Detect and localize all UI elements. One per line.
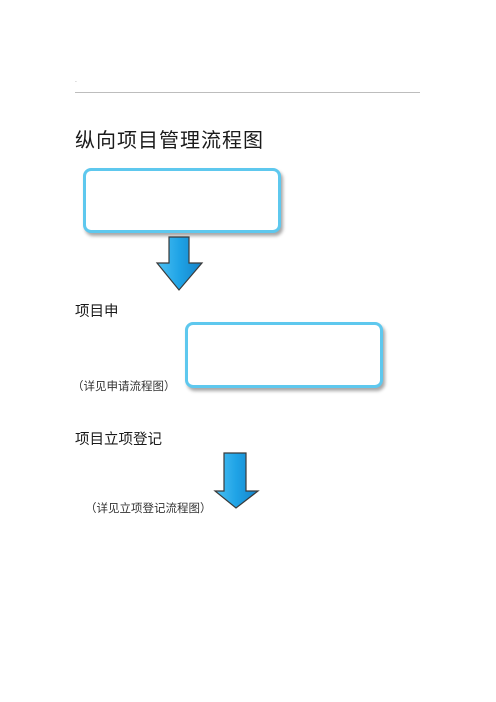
down-arrow-icon	[155, 236, 204, 291]
header-dot: .	[75, 77, 77, 84]
header-rule	[75, 92, 420, 93]
step-label-apply: 项目申	[75, 304, 119, 320]
down-arrow-icon	[213, 452, 260, 509]
step-note-register: （详见立项登记流程图）	[85, 501, 212, 515]
page-title: 纵向项目管理流程图	[75, 128, 264, 152]
step-label-register: 项目立项登记	[75, 432, 162, 448]
flow-box-top	[83, 168, 281, 233]
step-note-apply: （详见申请流程图）	[72, 379, 176, 393]
flow-box-apply	[185, 322, 383, 388]
